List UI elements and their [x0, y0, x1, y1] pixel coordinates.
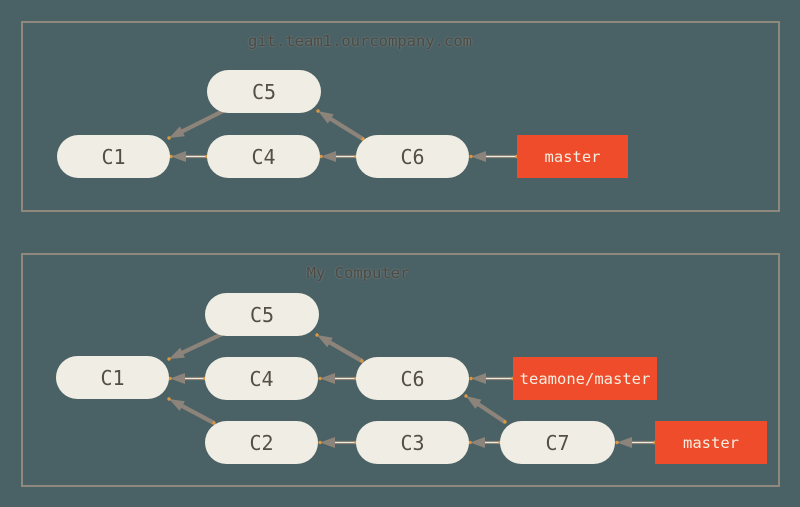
arrow-c6-to-c5 — [315, 333, 364, 363]
arrow-head — [170, 373, 185, 384]
anchor-dot — [469, 376, 473, 381]
anchor-dot — [503, 420, 507, 424]
anchor-dot — [316, 109, 320, 113]
commit-node-c4: C4 — [205, 357, 318, 400]
commit-node-c3: C3 — [356, 421, 469, 464]
my-computer-box — [21, 253, 780, 487]
commit-node-c6: C6 — [356, 135, 469, 178]
arrow-head — [617, 437, 632, 448]
anchor-dot — [167, 397, 171, 401]
arrow-shaft — [180, 108, 226, 134]
commit-node-c5: C5 — [205, 293, 319, 336]
arrow-head — [169, 347, 185, 359]
anchor-dot — [318, 440, 322, 445]
arrow-c6-to-c4 — [318, 373, 358, 384]
anchor-dot — [468, 440, 472, 445]
anchor-dot — [319, 154, 323, 159]
arrow-teamone-master-to-c6 — [469, 373, 515, 384]
arrow-c2-to-c1 — [167, 397, 216, 425]
arrow-head — [171, 151, 186, 162]
commit-node-c2: C2 — [205, 421, 318, 464]
arrow-head — [320, 437, 335, 448]
arrow-c7-to-c6 — [464, 394, 507, 424]
commit-node-c1: C1 — [57, 135, 170, 178]
anchor-dot — [315, 333, 319, 337]
anchor-dot — [615, 440, 619, 445]
branch-label-master: master — [655, 421, 767, 464]
commit-node-c5: C5 — [207, 70, 321, 113]
arrow-head — [318, 111, 334, 124]
arrow-head — [471, 373, 486, 384]
anchor-dot — [167, 357, 171, 361]
arrow-head — [169, 399, 185, 411]
arrow-shaft — [180, 332, 223, 355]
anchor-dot — [167, 136, 171, 140]
remote-server-box — [21, 21, 780, 212]
anchor-dot — [469, 154, 473, 159]
branch-label-teamone-master: teamone/master — [513, 357, 657, 400]
anchor-dot — [168, 376, 172, 381]
arrow-shaft — [328, 116, 365, 141]
box-title: My Computer — [306, 264, 410, 282]
anchor-dot — [318, 376, 322, 381]
arrow-shaft — [328, 340, 364, 363]
commit-node-c4: C4 — [207, 135, 320, 178]
commit-node-c6: C6 — [356, 357, 469, 400]
arrow-head — [321, 151, 336, 162]
branch-label-master: master — [517, 135, 628, 178]
arrow-head — [320, 373, 335, 384]
commit-node-c7: C7 — [500, 421, 615, 464]
arrow-head — [466, 396, 482, 409]
arrow-head — [169, 126, 185, 138]
arrow-head — [471, 151, 486, 162]
commit-node-c1: C1 — [56, 356, 169, 399]
arrow-head — [317, 335, 333, 348]
arrow-shaft — [180, 403, 215, 425]
arrow-head — [470, 437, 485, 448]
box-title: git.team1.ourcompany.com — [248, 32, 472, 50]
arrow-shaft — [476, 402, 507, 424]
anchor-dot — [169, 154, 173, 159]
anchor-dot — [464, 394, 468, 398]
